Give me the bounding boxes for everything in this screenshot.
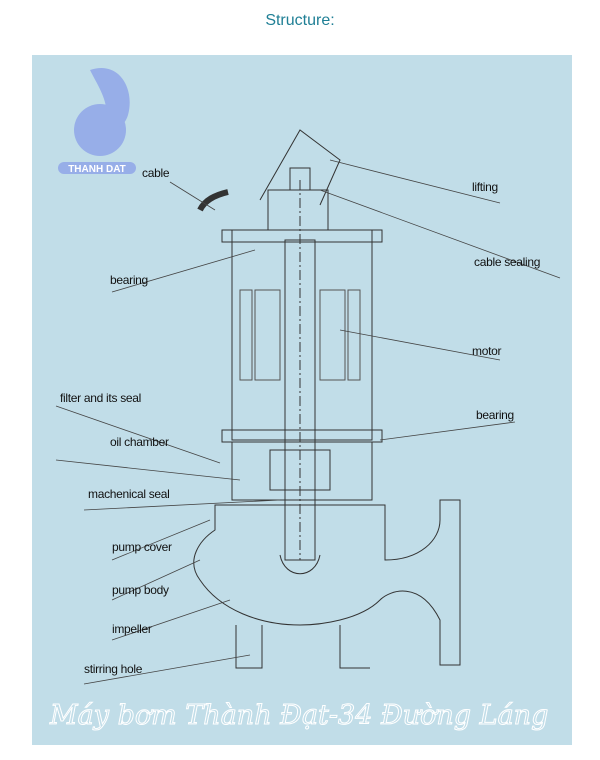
label-cable: cable bbox=[142, 166, 170, 180]
label-filter-seal: filter and its seal bbox=[60, 391, 142, 405]
label-mechanical-seal: machenical seal bbox=[88, 487, 170, 501]
label-bearing-lower: bearing bbox=[476, 408, 514, 422]
label-impeller: impeller bbox=[112, 622, 152, 636]
pump-body bbox=[193, 499, 461, 666]
label-stirring-hole: stirring hole bbox=[84, 662, 143, 676]
lifting-handle bbox=[259, 129, 341, 206]
watermark: Máy bơm Thành Đạt-34 Đường Láng bbox=[49, 700, 549, 732]
label-oil-chamber: oil chamber bbox=[110, 435, 169, 449]
label-pump-body: pump body bbox=[112, 583, 169, 597]
label-cable-sealing: cable sealing bbox=[474, 255, 541, 269]
logo-text: THANH DAT bbox=[68, 164, 126, 175]
cable bbox=[197, 189, 229, 212]
label-bearing-upper: bearing bbox=[110, 273, 148, 287]
label-pump-cover: pump cover bbox=[112, 540, 172, 554]
label-lifting: lifting bbox=[472, 180, 498, 194]
page-title: Structure: bbox=[265, 12, 335, 29]
motor-housing bbox=[231, 229, 373, 441]
label-motor: motor bbox=[472, 344, 502, 358]
thanh-dat-logo bbox=[58, 68, 136, 174]
